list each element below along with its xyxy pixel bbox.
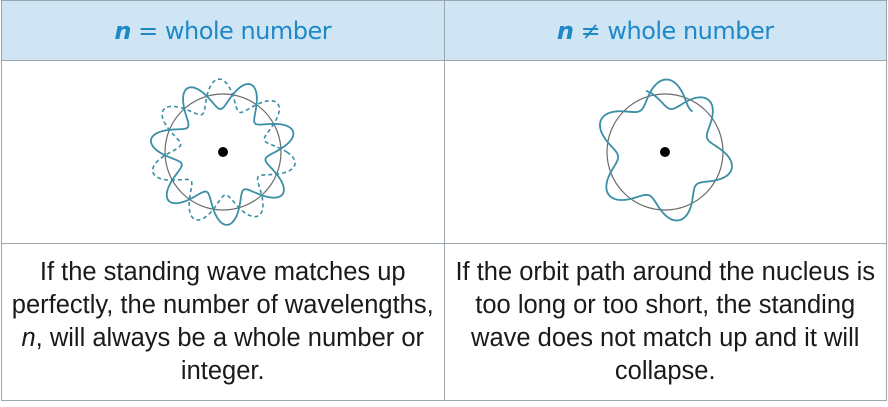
figure-row	[1, 60, 887, 244]
header-row: n = whole number n ≠ whole number	[1, 0, 887, 61]
description-text: If the orbit path around the nucleus is …	[455, 258, 876, 385]
nucleus-dot	[660, 147, 671, 157]
collapsing-wave	[599, 78, 734, 222]
header-variable: n	[556, 16, 574, 45]
header-label: whole number	[164, 16, 332, 45]
header-variable: n	[114, 16, 131, 45]
figure-cell-left	[1, 60, 445, 244]
nucleus-dot	[217, 147, 228, 157]
standing-wave-non-whole-number-diagram	[599, 78, 734, 222]
header-not-whole-number: n ≠ whole number	[443, 0, 887, 61]
header-relation: ≠	[580, 16, 601, 45]
description-text-start: If the standing wave matches up perfectl…	[11, 258, 434, 319]
description-not-whole-number: If the orbit path around the nucleus is …	[443, 243, 887, 401]
figure-cell-right	[443, 60, 887, 244]
orbit-circle	[164, 93, 282, 211]
description-variable: n	[21, 324, 36, 352]
standing-wave-solid	[149, 83, 295, 226]
standing-wave-dashed	[151, 78, 296, 221]
description-whole-number: If the standing wave matches up perfectl…	[1, 243, 445, 401]
header-relation: =	[138, 16, 158, 45]
header-label: whole number	[607, 16, 774, 45]
standing-wave-whole-number-diagram	[149, 78, 296, 226]
header-whole-number: n = whole number	[1, 0, 445, 61]
description-text-end: , will always be a whole number or integ…	[35, 324, 425, 385]
description-row: If the standing wave matches up perfectl…	[1, 243, 887, 401]
